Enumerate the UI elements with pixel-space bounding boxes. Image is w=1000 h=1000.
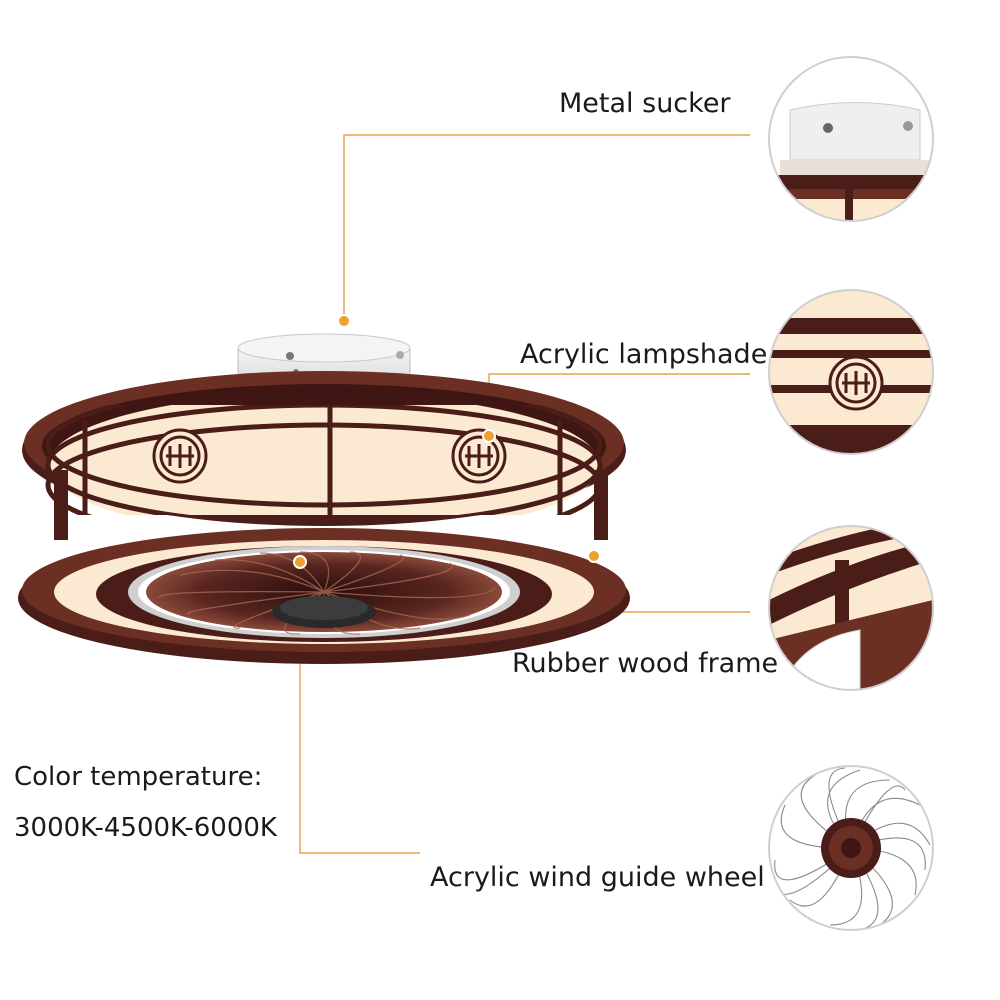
detail-circle-wood-frame — [768, 525, 934, 691]
detail-circle-metal-sucker — [768, 56, 934, 222]
detail-circle-lampshade — [768, 289, 934, 455]
callout-line-metal-sucker — [343, 134, 750, 321]
lampshade-medallion-right — [451, 428, 507, 484]
spec-title: Color temperature: — [14, 762, 263, 792]
wind-guide-wheel-main — [146, 551, 502, 635]
lampshade-medallion-left — [152, 428, 208, 484]
spec-value: 3000K-4500K-6000K — [14, 813, 277, 843]
ceiling-fan-product — [18, 333, 630, 664]
label-metal-sucker: Metal sucker — [559, 88, 731, 119]
label-rubber-wood-frame: Rubber wood frame — [512, 648, 779, 679]
callout-markers — [293, 314, 601, 569]
label-acrylic-wind-guide-wheel: Acrylic wind guide wheel — [430, 862, 765, 893]
detail-circle-wind-wheel — [768, 765, 934, 931]
label-acrylic-lampshade: Acrylic lampshade — [520, 339, 768, 370]
